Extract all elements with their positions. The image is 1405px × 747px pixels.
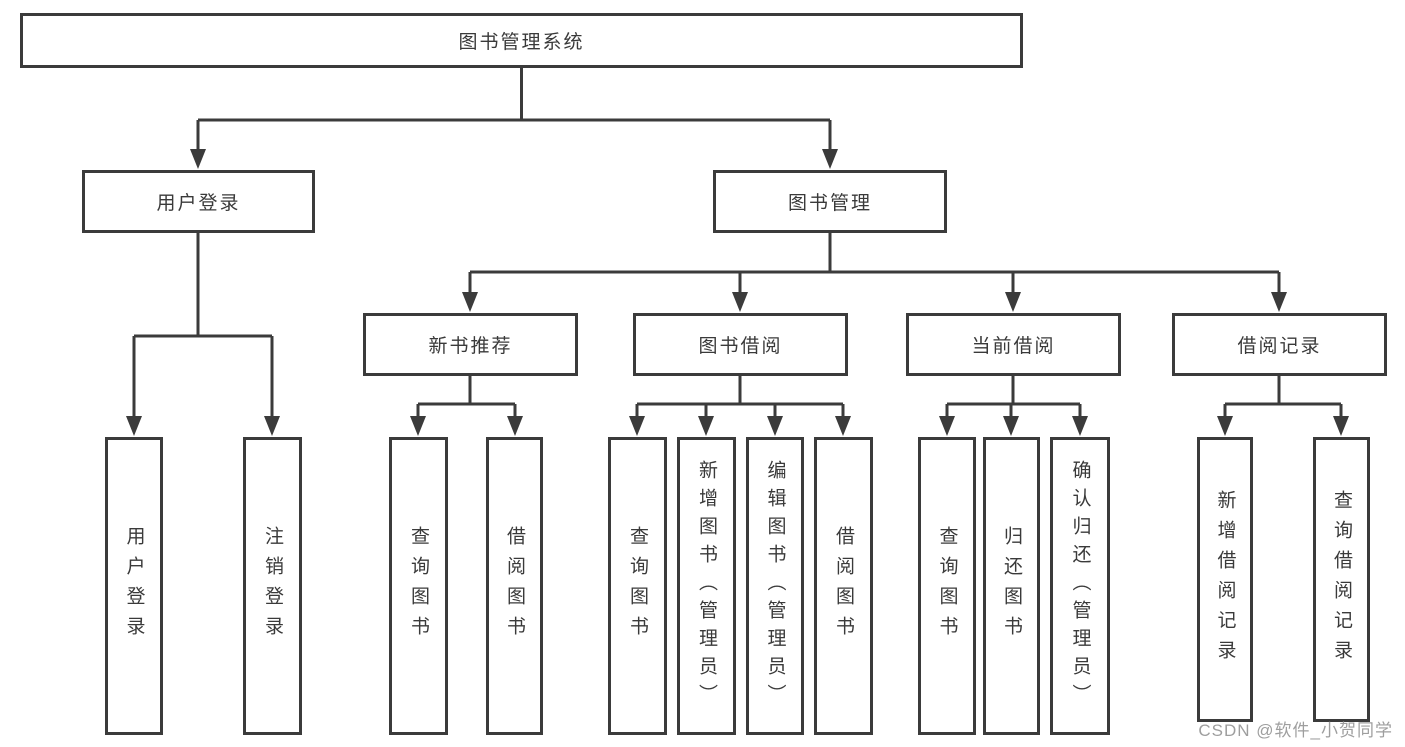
leaf-bb-edit-book-label: 编辑图书（管理员） (764, 460, 786, 712)
leaf-user-login: 用户登录 (105, 437, 163, 735)
leaf-logout: 注销登录 (243, 437, 302, 735)
node-book-management-label: 图书管理 (787, 193, 872, 214)
leaf-nbr-query-book: 查询图书 (389, 437, 448, 735)
node-book-borrow-label: 图书借阅 (698, 336, 783, 357)
leaf-cb-query-book-label: 查询图书 (936, 526, 958, 646)
leaf-cb-query-book: 查询图书 (918, 437, 976, 735)
node-current-borrow: 当前借阅 (906, 313, 1121, 376)
node-book-borrow: 图书借阅 (633, 313, 848, 376)
leaf-cb-confirm-return: 确认归还（管理员） (1050, 437, 1110, 735)
node-root: 图书管理系统 (20, 13, 1023, 68)
leaf-bb-add-book: 新增图书（管理员） (677, 437, 736, 735)
node-root-label: 图书管理系统 (458, 32, 585, 53)
leaf-bb-edit-book: 编辑图书（管理员） (746, 437, 804, 735)
leaf-cb-confirm-return-label: 确认归还（管理员） (1069, 460, 1091, 712)
leaf-br-query-record-label: 查询借阅记录 (1331, 489, 1352, 670)
node-book-management: 图书管理 (713, 170, 947, 233)
node-new-book-recommend-label: 新书推荐 (428, 336, 513, 357)
node-current-borrow-label: 当前借阅 (971, 336, 1056, 357)
leaf-br-add-record-label: 新增借阅记录 (1214, 489, 1236, 670)
leaf-nbr-query-book-label: 查询图书 (408, 526, 429, 646)
csdn-watermark: CSDN @软件_小贺同学 (1198, 721, 1393, 740)
leaf-bb-query-book-label: 查询图书 (627, 526, 648, 646)
node-borrow-record: 借阅记录 (1172, 313, 1387, 376)
leaf-cb-return-book-label: 归还图书 (1001, 526, 1022, 646)
node-user-login-label: 用户登录 (156, 193, 241, 214)
node-user-login: 用户登录 (82, 170, 315, 233)
leaf-bb-borrow-book: 借阅图书 (814, 437, 873, 735)
leaf-logout-label: 注销登录 (262, 526, 283, 646)
leaf-user-login-label: 用户登录 (123, 526, 145, 646)
leaf-br-add-record: 新增借阅记录 (1197, 437, 1253, 722)
leaf-br-query-record: 查询借阅记录 (1313, 437, 1370, 722)
leaf-nbr-borrow-book: 借阅图书 (486, 437, 543, 735)
leaf-nbr-borrow-book-label: 借阅图书 (504, 526, 525, 646)
node-borrow-record-label: 借阅记录 (1237, 336, 1322, 357)
leaf-cb-return-book: 归还图书 (983, 437, 1040, 735)
leaf-bb-query-book: 查询图书 (608, 437, 667, 735)
leaf-bb-borrow-book-label: 借阅图书 (833, 526, 854, 646)
node-new-book-recommend: 新书推荐 (363, 313, 578, 376)
leaf-bb-add-book-label: 新增图书（管理员） (696, 460, 717, 712)
